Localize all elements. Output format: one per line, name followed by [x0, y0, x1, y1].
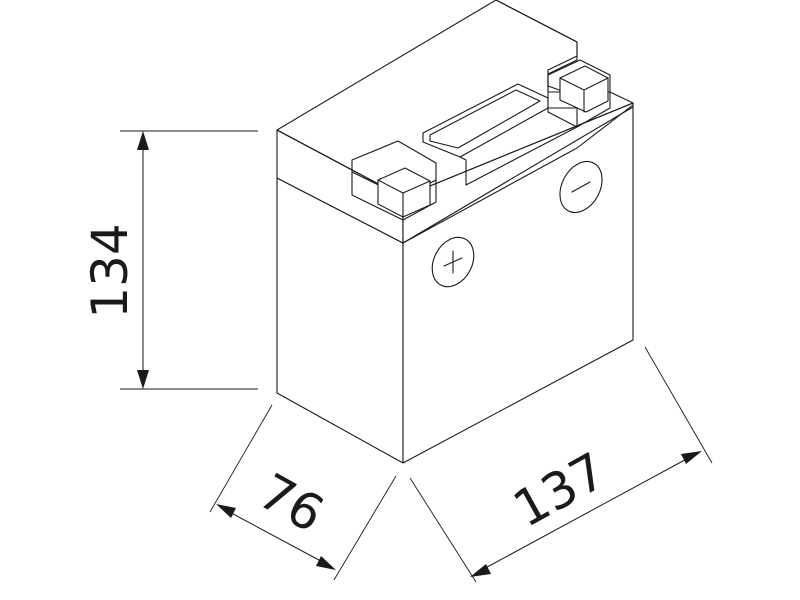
left-terminal-pocket	[351, 140, 437, 221]
width-arrow-right	[316, 556, 336, 570]
positive-symbol	[431, 236, 475, 288]
lid-recess-inner	[429, 89, 541, 149]
height-dimension: 134	[81, 130, 258, 390]
height-value: 134	[81, 223, 139, 318]
length-arrow-right	[681, 451, 702, 464]
negative-terminal	[559, 65, 609, 113]
negative-symbol	[559, 160, 603, 214]
lid-top-ridge	[495, 0, 578, 93]
battery-body	[276, 0, 634, 464]
length-value: 137	[504, 442, 616, 539]
height-arrow-bottom	[137, 370, 149, 389]
positive-terminal	[377, 167, 431, 218]
height-arrow-top	[137, 131, 149, 150]
length-arrow-left	[470, 564, 491, 577]
lid-seam-right	[402, 104, 634, 244]
lid-recess-wall	[459, 107, 578, 186]
right-terminal-pocket	[547, 59, 611, 128]
width-arrow-left	[216, 504, 236, 518]
width-value: 76	[249, 462, 333, 544]
